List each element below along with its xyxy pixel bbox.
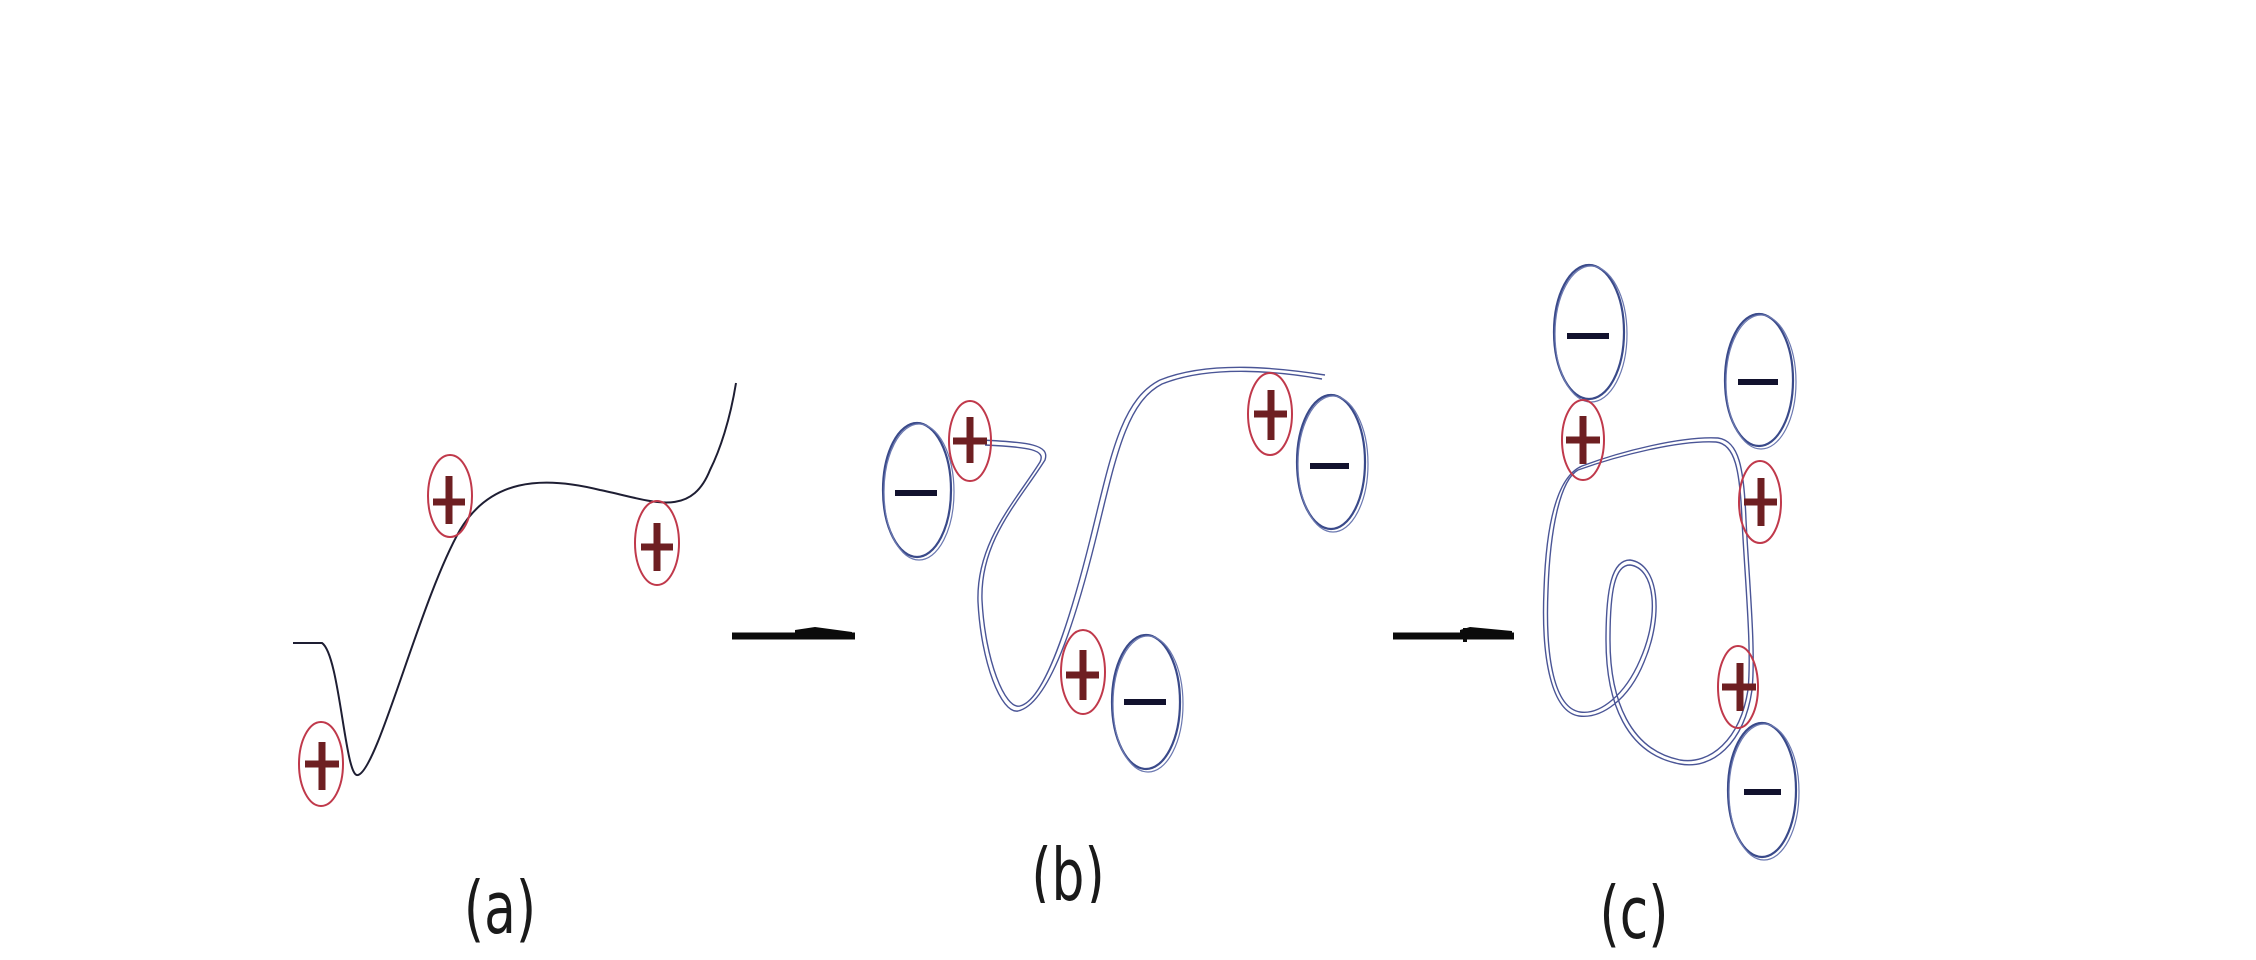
negative-charge	[881, 421, 955, 561]
panel-a: (a)	[293, 382, 737, 950]
negative-charge	[1723, 312, 1797, 450]
positive-charge	[1247, 372, 1293, 456]
polymer-chain-c	[1546, 441, 1750, 762]
transition-arrow-1	[732, 627, 855, 640]
transition-arrow-2	[1393, 627, 1514, 642]
polymer-chain-b	[979, 366, 1326, 707]
caption-c: (c)	[1600, 871, 1669, 955]
negative-charge	[1726, 721, 1800, 861]
positive-charge	[1717, 645, 1759, 729]
positive-charge	[1561, 399, 1605, 481]
negative-charge	[1295, 393, 1369, 533]
panel-c: (c)	[1542, 263, 1800, 955]
caption-a: (a)	[464, 866, 536, 950]
positive-charge	[298, 721, 344, 807]
positive-charge	[1060, 629, 1106, 715]
polymer-chain-a	[293, 382, 737, 777]
negative-charge	[1110, 633, 1184, 773]
positive-charge	[427, 454, 473, 538]
positive-charge	[634, 500, 680, 586]
negative-charge	[1552, 263, 1628, 403]
panel-b: (b)	[881, 366, 1369, 960]
positive-charge	[1738, 460, 1782, 544]
positive-charge	[948, 400, 992, 482]
